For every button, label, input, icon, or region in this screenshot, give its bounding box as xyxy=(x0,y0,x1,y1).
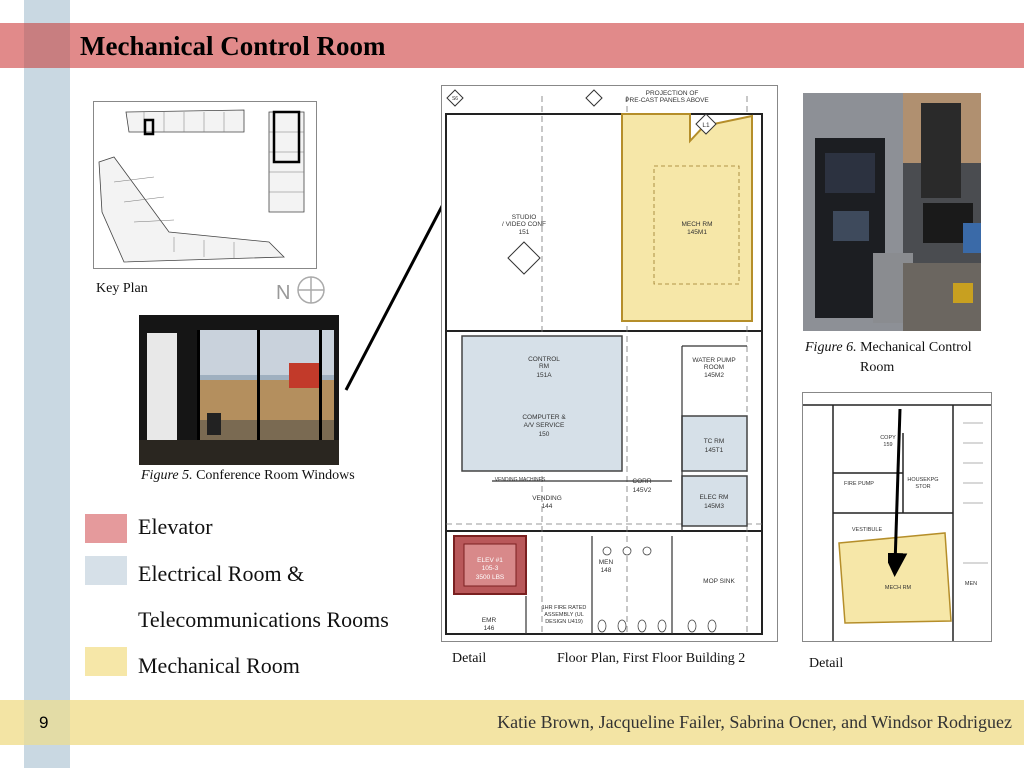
fp-fire-rated: 1HR FIRE RATED xyxy=(542,605,587,611)
fp-l1: L1 xyxy=(702,122,710,129)
footer-band xyxy=(0,700,1024,745)
legend-label-electrical: Electrical Room & xyxy=(138,561,305,586)
fp-water2: ROOM xyxy=(704,364,724,371)
dt-men: MEN xyxy=(965,581,977,587)
fp-tc-num: 145T1 xyxy=(705,447,724,454)
side-accent-bar xyxy=(24,0,70,768)
conference-room-photo xyxy=(139,315,339,465)
fp-elec-num: 145M3 xyxy=(704,503,724,510)
fp-projection: PROJECTION OF xyxy=(646,90,699,97)
fp-computer-num: 150 xyxy=(539,431,550,438)
fp-vending-num: 144 xyxy=(542,503,553,510)
legend-swatch-mechanical xyxy=(85,647,127,676)
key-plan-drawing xyxy=(93,101,317,269)
pointer-arrow-right xyxy=(888,408,908,577)
fp-water-num: 145M2 xyxy=(704,372,724,379)
dt-vestibule: VESTIBULE xyxy=(852,527,883,533)
fp-control-num: 151A xyxy=(536,372,552,379)
fp-elev-num: 105-3 xyxy=(482,565,499,572)
floor-plan-drawing: S6 PROJECTION OF PRE-CAST PANELS ABOVE L… xyxy=(441,85,778,642)
dt-housekpg: HOUSEKPG xyxy=(907,477,938,483)
dt-copy: COPY xyxy=(880,435,896,441)
fp-water: WATER PUMP xyxy=(692,357,735,364)
fp-fire-rated3: DESIGN U419) xyxy=(545,619,583,625)
dt-copy-num: 159 xyxy=(883,442,892,448)
page-number: 9 xyxy=(39,713,49,732)
fp-elev: ELEV #1 xyxy=(477,557,503,564)
mechanical-control-room-photo xyxy=(803,93,981,331)
grid-tag-s6: S6 xyxy=(452,96,458,102)
author-credits: Katie Brown, Jacqueline Failer, Sabrina … xyxy=(497,712,1012,732)
figure6-caption-line1: Figure 6. Mechanical Control xyxy=(805,340,972,356)
fp-men: MEN xyxy=(599,559,614,566)
fp-mech-num: 145M1 xyxy=(687,229,707,236)
fp-mech: MECH RM xyxy=(681,221,712,228)
fp-tc: TC RM xyxy=(704,438,725,445)
legend-label-telecom: Telecommunications Rooms xyxy=(138,607,389,632)
fp-elec: ELEC RM xyxy=(700,494,729,501)
fp-vending: VENDING xyxy=(532,495,562,502)
fp-control: CONTROL xyxy=(528,356,560,363)
footer-band-accent xyxy=(24,700,70,745)
fp-fire-rated2: ASSEMBLY (UL xyxy=(544,612,584,618)
fp-corr-num: 145V2 xyxy=(633,487,652,494)
dt-mech: MECH RM xyxy=(885,585,912,591)
legend-swatch-elevator xyxy=(85,514,127,543)
figure5-label: Figure 5. xyxy=(141,468,193,483)
slide-title: Mechanical Control Room xyxy=(80,31,386,61)
figure6-label: Figure 6. xyxy=(805,340,857,355)
detail-caption-left: Detail xyxy=(452,651,487,666)
dt-housekpg2: STOR xyxy=(915,484,930,490)
fp-emr-num: 146 xyxy=(484,625,495,632)
legend-label-elevator: Elevator xyxy=(138,514,213,539)
figure5-caption: Figure 5. Conference Room Windows xyxy=(141,468,355,484)
key-plan-caption: Key Plan xyxy=(96,281,148,296)
fp-men-num: 148 xyxy=(601,567,612,574)
figure6-text: Mechanical Control xyxy=(860,340,972,355)
floor-plan-caption: Floor Plan, First Floor Building 2 xyxy=(557,651,746,666)
fp-elev-cap: 3500 LBS xyxy=(476,574,505,581)
title-band-accent xyxy=(24,23,70,68)
legend-swatch-electrical xyxy=(85,556,127,585)
figure5-text: Conference Room Windows xyxy=(196,468,355,483)
north-arrow-icon: N xyxy=(274,276,328,306)
north-label: N xyxy=(276,282,290,304)
figure6-caption-line2: Room xyxy=(860,360,895,375)
fp-emr: EMR xyxy=(482,617,497,624)
title-band xyxy=(0,23,1024,68)
fp-computer2: A/V SERVICE xyxy=(524,422,565,429)
dt-fire-pump: FIRE PUMP xyxy=(844,481,874,487)
detail-caption-right: Detail xyxy=(809,656,844,671)
fp-studio2: / VIDEO CONF xyxy=(502,221,546,228)
fp-mop: MOP SINK xyxy=(703,578,735,585)
fp-control2: RM xyxy=(539,363,549,370)
legend-label-mechanical: Mechanical Room xyxy=(138,653,300,678)
fp-vending-machines: VENDING MACHINES xyxy=(495,477,546,483)
fp-corr: CORR xyxy=(632,478,651,485)
fp-projection2: PRE-CAST PANELS ABOVE xyxy=(625,97,709,104)
fp-computer: COMPUTER & xyxy=(522,414,566,421)
fp-studio: STUDIO xyxy=(512,214,537,221)
fp-studio-num: 151 xyxy=(519,229,530,236)
